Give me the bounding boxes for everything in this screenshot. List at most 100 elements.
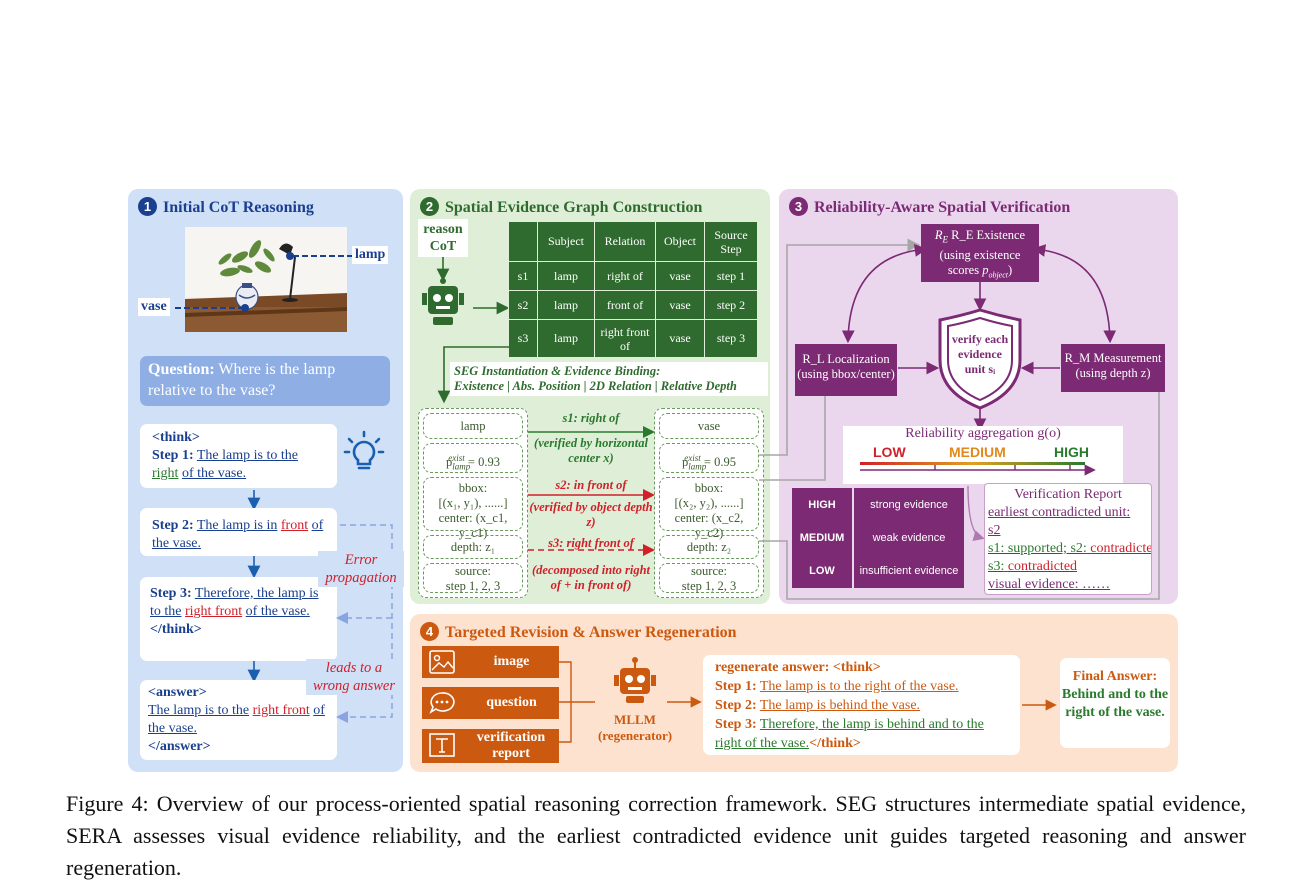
seg-edges (528, 426, 655, 556)
measurement-line2: (using depth z) (1075, 366, 1151, 380)
level-row-high: HIGH strong evidence (792, 488, 964, 522)
seg-connector (437, 338, 511, 404)
localization-title: R_L Localization (802, 352, 890, 366)
input-image-label: image (493, 654, 530, 669)
vase-bbox-value: [(x₂, y₂), ......] (674, 496, 744, 510)
step3-highlight: right front (185, 604, 243, 619)
edge-s3-note: (decomposed into right of + in front of) (531, 563, 651, 592)
aggregation-title: Reliability aggregation g(o) (905, 426, 1061, 441)
panel4-number: 4 (420, 622, 439, 641)
step3-text-a: Therefore, the lamp is to the (150, 586, 319, 619)
report-arrow (967, 485, 985, 542)
edge-s2-note: (verified by object depth z) (529, 500, 653, 529)
step3-text-b: of the vase. (245, 604, 310, 619)
vase-label: vase (138, 298, 170, 316)
error-propagation-label: Error propagation (318, 551, 404, 587)
input-verification-report: verification report (422, 729, 559, 763)
verification-graph (841, 244, 1117, 432)
step2-card: Step 2: The lamp is in front of the vase… (140, 508, 337, 556)
panel3-title-text: Reliability-Aware Spatial Verification (814, 199, 1071, 216)
regenerated-reasoning: regenerate answer: <think> Step 1: The l… (703, 655, 1020, 755)
step1-label: Step 1: (152, 448, 194, 463)
lamp-label: lamp (352, 246, 389, 264)
vase-node-exist: plampexist = 0.95 (659, 443, 759, 473)
level-high: HIGH (792, 488, 852, 522)
measurement-box: R_M Measurement (using depth z) (1061, 344, 1165, 392)
table-cell: vase (655, 319, 705, 358)
table-cell: step 3 (704, 319, 758, 358)
table-cell: vase (655, 290, 705, 320)
lightbulb-icon (343, 430, 385, 470)
report-line2: s3: (988, 559, 1005, 574)
table-header: Relation (594, 221, 656, 262)
step2-highlight: front (280, 518, 309, 533)
table-cell: lamp (537, 319, 595, 358)
question-box: Question: Where is the lamp relative to … (140, 356, 390, 406)
panel3-number: 3 (789, 197, 808, 216)
mllm-label: MLLM (614, 712, 656, 727)
lamp-node-source: source: step 1, 2, 3 (423, 563, 523, 593)
vase-node-bbox: bbox: [(x₂, y₂), ......] center: (x_c2, … (659, 477, 759, 540)
edge-s1-note: (verified by horizontal center x) (534, 436, 648, 465)
vase-pointer (175, 304, 249, 312)
reliability-scale-bar (860, 462, 1096, 476)
scale-low: LOW (873, 444, 906, 460)
table-header: Source Step (704, 221, 758, 262)
step2-text-a: The lamp is in (196, 518, 278, 533)
scene-photo (185, 227, 347, 332)
step2-label: Step 2: (152, 518, 194, 533)
lamp-node-exist: plampexist = 0.93 (423, 443, 523, 473)
report-line2-contradicted: contradicted (1007, 559, 1078, 574)
step2-text-b: of the vase. (152, 518, 324, 551)
existence-line3: scores (947, 262, 980, 277)
lamp-pointer (286, 252, 355, 260)
scale-medium: MEDIUM (949, 444, 1006, 460)
lamp-node-bbox: bbox: [(x₁, y₁), ......] center: (x_c1, … (423, 477, 523, 540)
level-low: LOW (792, 554, 852, 588)
vase-center-value: center: (x_c2, y_c2) (674, 511, 744, 540)
localization-line2: (using bbox/center) (797, 367, 895, 381)
table-cell: step 2 (704, 290, 758, 320)
text-icon (429, 733, 455, 757)
table-cell: vase (655, 261, 705, 291)
question-label: Question: (148, 361, 215, 378)
table-cell: lamp (537, 261, 595, 291)
regen-flow (559, 661, 702, 743)
final-answer-label: Final Answer: (1072, 669, 1158, 684)
panel1-number: 1 (138, 197, 157, 216)
edge-s3-label: s3: right front of (548, 536, 634, 550)
aggregation-box (843, 426, 1123, 484)
level-medium: MEDIUM (792, 521, 852, 555)
figure-caption: Figure 4: Overview of our process-orient… (66, 791, 1246, 880)
vase-source-label: source: (690, 564, 728, 578)
step1-highlight: right (152, 466, 179, 481)
table-cell: s2 (508, 290, 538, 320)
table-cell: s1 (508, 261, 538, 291)
level-row-low: LOW insufficient evidence (792, 554, 964, 588)
table-header: Object (655, 221, 705, 262)
vase-source-value: step 1, 2, 3 (681, 579, 737, 593)
input-image: image (422, 646, 559, 678)
answer-open-tag: <answer> (148, 685, 207, 700)
table-header (508, 221, 538, 262)
robot-icon (422, 257, 510, 325)
regen-step3-text: Therefore, the lamp is behind and to the… (715, 717, 984, 751)
answer-card: <answer> The lamp is to the right front … (140, 680, 337, 760)
regen-step2-text: The lamp is behind the vase. (759, 698, 921, 713)
lamp-node-name: lamp (423, 413, 523, 439)
final-answer-text: Behind and to the right of the vase. (1061, 687, 1169, 720)
table-cell: front of (594, 290, 656, 320)
answer-close-tag: </answer> (148, 739, 211, 754)
end-think-tag: </think> (150, 622, 202, 637)
table-cell: right front of (594, 319, 656, 358)
final-arrow (1022, 699, 1057, 711)
existence-title: R_E Existence (951, 228, 1026, 242)
vase-bbox-label: bbox: (694, 481, 724, 495)
step-arrows (247, 490, 261, 683)
level-medium-desc: weak evidence (854, 521, 964, 555)
panel1-title-text: Initial CoT Reasoning (163, 199, 314, 216)
answer-text-b: of the vase. (148, 703, 325, 736)
answer-text-a: The lamp is to the (148, 703, 250, 718)
report-line1: s1: supported; s2: (988, 541, 1087, 556)
